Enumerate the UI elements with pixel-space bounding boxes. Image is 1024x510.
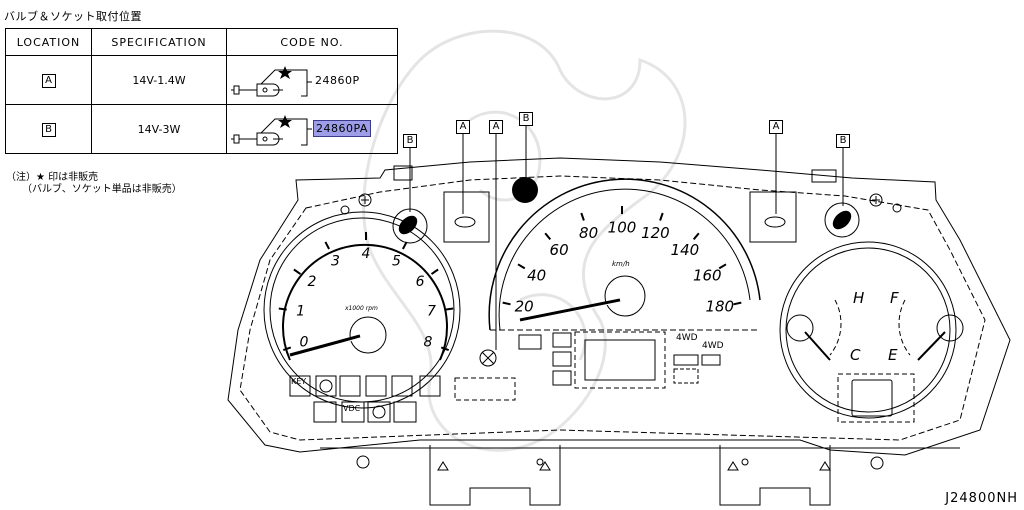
center-display xyxy=(454,331,721,401)
callout-a: A xyxy=(489,120,503,134)
code-cell: 24860PA xyxy=(226,104,398,154)
callout-a: A xyxy=(769,120,783,134)
header-location: LOCATION xyxy=(5,28,92,56)
location-badge: A xyxy=(41,73,56,88)
major-tick xyxy=(430,268,439,275)
tick-label: 0 xyxy=(300,335,309,351)
tick-label: 5 xyxy=(392,254,401,270)
4wd-indicator: 4WD xyxy=(676,333,698,343)
watermark xyxy=(362,29,687,452)
tick-label: 3 xyxy=(331,254,340,270)
bulb-spec-table: LOCATION SPECIFICATION CODE NO. A 14V-1.… xyxy=(5,28,398,154)
table-header-row: LOCATION SPECIFICATION CODE NO. xyxy=(5,28,398,56)
tick-label: 160 xyxy=(693,266,722,284)
location-badge: B xyxy=(41,122,56,137)
tick-label: 120 xyxy=(641,224,670,242)
callout-b: B xyxy=(403,134,417,148)
major-tick xyxy=(502,301,511,306)
tick-label: 140 xyxy=(671,241,700,259)
major-tick xyxy=(580,212,585,221)
spec-cell: 14V-3W xyxy=(91,104,227,154)
major-tick xyxy=(517,263,526,270)
major-tick xyxy=(278,307,287,311)
tachometer xyxy=(263,211,461,409)
reference-code: J24800NH xyxy=(945,491,1018,506)
code-number: 24860P xyxy=(315,74,360,87)
major-tick xyxy=(733,301,742,306)
tach-unit: x1000 rpm xyxy=(344,305,378,312)
major-tick xyxy=(692,232,700,241)
tick-label: 60 xyxy=(550,241,569,259)
callout-b: B xyxy=(836,134,850,148)
major-tick xyxy=(440,346,450,352)
key-indicator: KEY xyxy=(291,377,306,386)
bulb-socket-icon xyxy=(231,66,312,97)
spec-cell: 14V-1.4W xyxy=(91,55,227,105)
major-tick xyxy=(282,346,292,352)
major-tick xyxy=(659,212,664,221)
tick-label: 100 xyxy=(608,219,637,237)
code-cell: 24860P xyxy=(226,55,398,105)
temp-hot-label: H xyxy=(853,289,864,307)
major-tick xyxy=(293,268,302,275)
tick-label: 8 xyxy=(424,335,433,351)
table-row: A 14V-1.4W 24860P xyxy=(5,55,398,105)
temp-cold-label: C xyxy=(850,346,861,364)
major-tick xyxy=(324,241,330,250)
fuel-empty-label: E xyxy=(888,346,898,364)
callout-a: A xyxy=(456,120,470,134)
note-line-2: （バルブ、ソケット単品は非販売） xyxy=(22,184,182,195)
major-tick xyxy=(402,241,408,250)
callout-b: B xyxy=(519,112,533,126)
tick-label: 4 xyxy=(362,246,371,262)
tick-label: 1 xyxy=(296,303,305,319)
bulb-socket-icon xyxy=(231,115,312,146)
header-specification: SPECIFICATION xyxy=(91,28,227,56)
diagram-title: バルブ＆ソケット取付位置 xyxy=(4,10,142,23)
tick-label: 2 xyxy=(307,274,316,290)
tick-label: 40 xyxy=(527,266,546,284)
bulb-sockets xyxy=(392,177,860,367)
major-tick xyxy=(718,263,727,270)
header-code-no: CODE NO. xyxy=(226,28,398,56)
leader-lines xyxy=(409,126,844,350)
tach-ticks: 0 123 4 567 8 xyxy=(278,232,454,352)
speed-unit: km/h xyxy=(612,260,630,268)
notes: （注）★ 印は非販売 （バルブ、ソケット単品は非販売） xyxy=(6,172,182,196)
warning-lamps xyxy=(289,375,441,423)
tick-label: 180 xyxy=(705,298,734,316)
tick-label: 6 xyxy=(416,274,425,290)
vdc-indicator: VDC xyxy=(343,404,361,413)
tick-label: 20 xyxy=(515,298,534,316)
temp-fuel-gauge xyxy=(779,241,964,423)
major-tick xyxy=(544,232,552,241)
tick-label: 80 xyxy=(579,224,598,242)
code-number-highlighted[interactable]: 24860PA xyxy=(313,120,371,137)
fuel-full-label: F xyxy=(890,289,899,307)
4wd-lock-indicator: 4WD xyxy=(702,341,724,351)
major-tick xyxy=(445,307,454,311)
note-line-1: （注）★ 印は非販売 xyxy=(6,172,99,183)
tick-label: 7 xyxy=(427,303,436,319)
table-row: B 14V-3W 24860PA xyxy=(5,104,398,154)
speedometer xyxy=(488,178,761,331)
